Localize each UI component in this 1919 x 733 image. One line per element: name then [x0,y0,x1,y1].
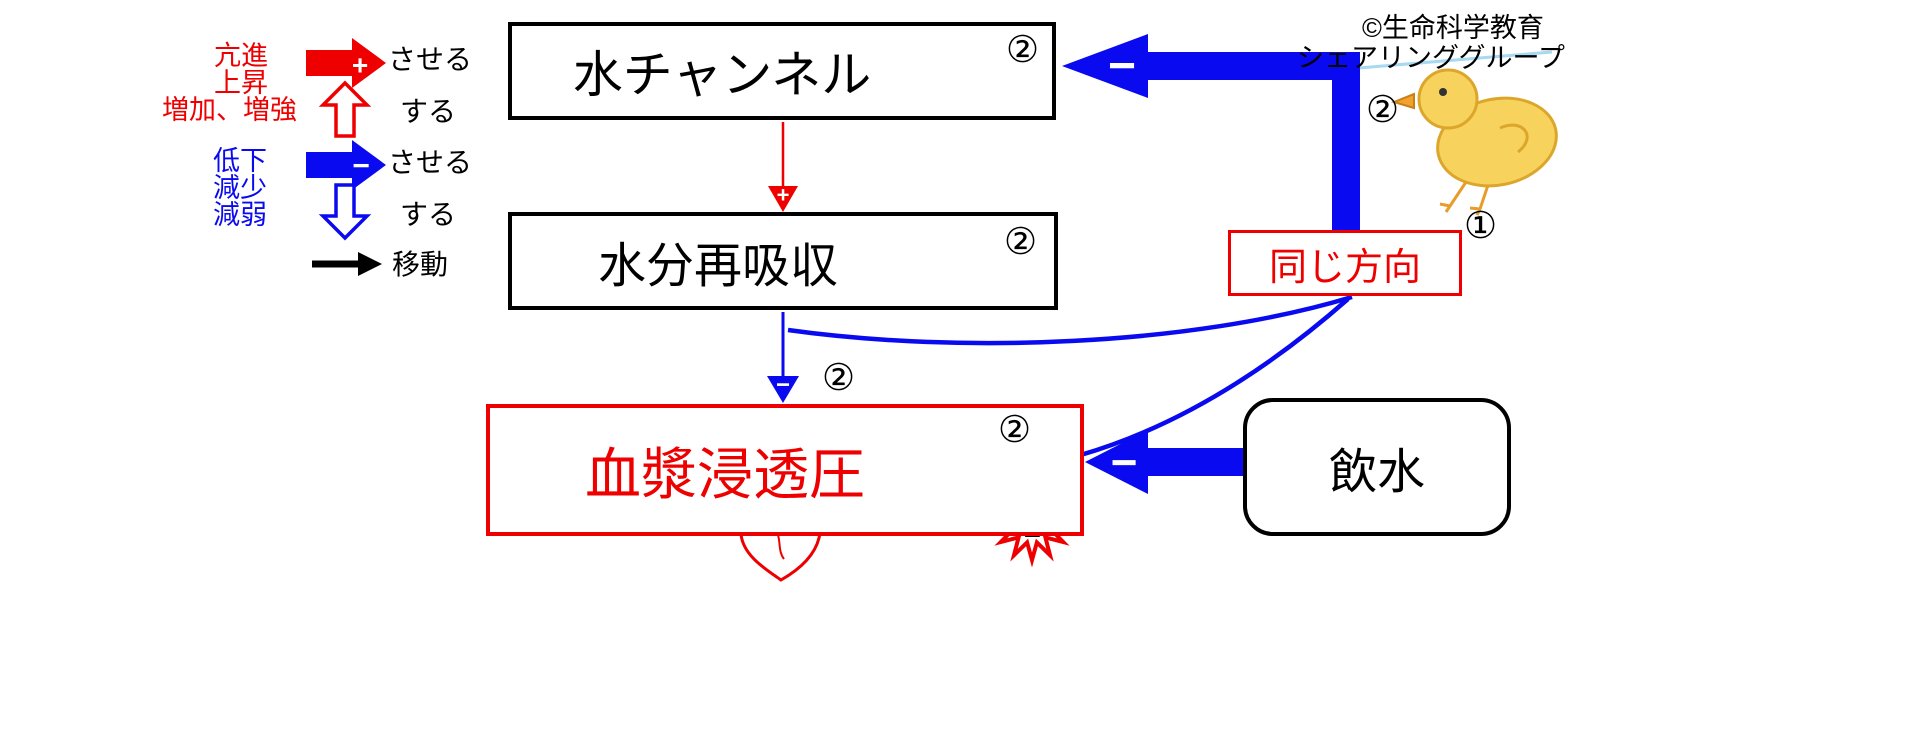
legend-increase-self-label: する [400,96,457,127]
plasma-osmolarity-box: 血漿浸透圧 [486,404,1084,536]
promote-arrow-channel-to-reabsorption: + [768,122,798,212]
same-direction-box: 同じ方向 [1228,230,1462,296]
legend-increase-term-3: 増加、増強 [162,95,297,125]
legend-decrease-term-2: 減少 [213,173,267,203]
legend-decrease-self-label: する [400,199,457,230]
water-channel-label: 水チャンネル [572,47,872,103]
curve-reabsorption-to-same-direction [787,294,1353,346]
credit-line-1: ©生命科学教育 [1362,13,1544,43]
legend-move-arrow-icon [312,252,382,276]
plasma-osmolarity-label: 血漿浸透圧 [585,442,865,506]
legend-decrease-self-arrow-icon [318,183,372,241]
badge-plasma-inner: ② [998,409,1032,450]
legend-increase-term-2: 上昇 [214,68,268,98]
legend-increase-cause-label: させる [388,44,473,75]
promote-plus-sign: + [777,183,790,208]
water-reabsorption-label: 水分再吸収 [597,240,838,293]
thin-minus-sign: − [776,372,790,399]
inhibit-minus-sign: − [1108,40,1136,93]
legend-decrease-cause-arrow-icon: − [306,140,386,190]
legend-increase-self-arrow-icon [318,80,372,138]
water-reabsorption-box: 水分再吸収 [508,212,1058,310]
water-channel-box: 水チャンネル [508,22,1056,120]
badge-plasma-incoming: ② [822,357,856,398]
inhibit-arrow-to-water-channel: − [1062,34,1360,234]
legend-decrease-term-1: 低下 [213,146,267,176]
badge-reabsorption: ② [1004,221,1038,262]
legend-plus-sign: + [352,50,368,81]
drinking-water-box: 飲水 [1243,398,1511,536]
legend-increase-term-1: 亢進 [214,41,268,71]
badge-water-channel: ② [1006,29,1040,70]
legend-increase-cause-arrow-icon: + [306,38,386,88]
inhibit-arrow-from-drinking: − [1085,430,1246,494]
chick-illustration [1390,68,1558,216]
same-direction-label: 同じ方向 [1268,246,1421,289]
legend-minus-sign: − [352,150,370,183]
legend-decrease-term-3: 減弱 [213,200,267,230]
credit-line-2: シェアリンググループ [1297,43,1565,73]
legend-move-label: 移動 [392,249,449,280]
badge-inhibit-line: ② [1366,89,1400,130]
legend-decrease-cause-label: させる [388,147,473,178]
badge-same-direction: ① [1464,205,1498,246]
drinking-water-label: 飲水 [1328,446,1425,499]
inhibit-arrow-reabsorption-to-plasma: − [767,312,799,403]
